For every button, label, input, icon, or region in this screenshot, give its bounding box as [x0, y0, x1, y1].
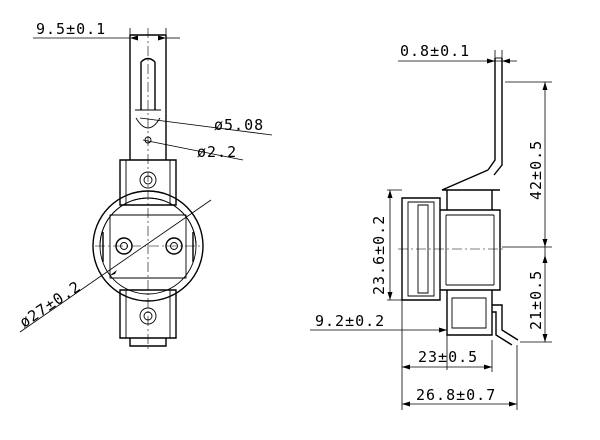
dim-height-upper-label: 42±0.5	[527, 140, 545, 200]
dim-length-total-label: 26.8±0.7	[416, 386, 496, 404]
dim-flange-offset-label: 9.2±0.2	[315, 312, 385, 330]
front-view	[19, 28, 273, 352]
dim-width-label: 9.5±0.1	[36, 20, 106, 38]
dim-thickness-label: 0.8±0.1	[400, 42, 470, 60]
dim-length-inner-label: 23±0.5	[418, 348, 478, 366]
dim-body-height-label: 23.6±0.2	[370, 215, 388, 295]
side-view	[310, 50, 552, 410]
dim-hole-small-label: ø2.2	[197, 143, 237, 161]
dim-diameter-label: ø27±0.2	[16, 277, 84, 331]
dim-height-lower-label: 21±0.5	[527, 270, 545, 330]
dim-hole-large-label: ø5.08	[214, 116, 264, 134]
